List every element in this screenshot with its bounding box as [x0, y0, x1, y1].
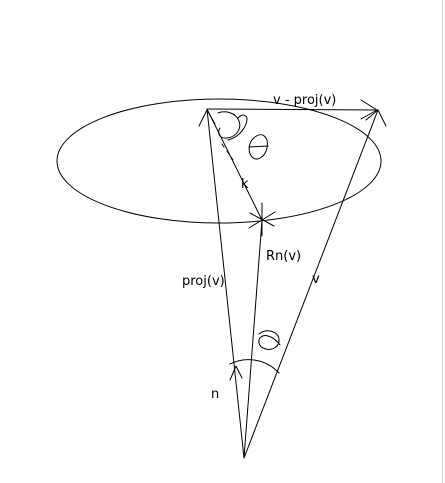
apex-angle-arrow: [229, 365, 243, 381]
proj-vector-line: [206, 108, 245, 459]
center-angle-arc: [217, 111, 241, 139]
apex-angle-arc: [229, 359, 280, 374]
label-k: k: [241, 177, 249, 192]
rotation-ellipse: [56, 98, 382, 224]
theta-symbol: [248, 134, 269, 160]
label-proj-v: proj(v): [182, 274, 225, 289]
rn-vector-line: [243, 219, 263, 459]
right-edge-divider: [442, 0, 443, 483]
proj-arrowhead: [198, 109, 216, 127]
rn-arrowhead-star: [248, 202, 276, 237]
center-dashes: [221, 143, 234, 161]
center-angle-hook: [227, 114, 248, 141]
v-vector-line: [243, 109, 379, 459]
k-line: [206, 108, 263, 221]
v-arrowhead: [365, 109, 387, 127]
label-n: n: [211, 387, 219, 402]
v-minus-proj-arrowhead: [360, 99, 378, 120]
alpha-symbol: [258, 330, 281, 350]
label-v: v: [312, 272, 320, 287]
v-minus-proj-line: [206, 108, 379, 111]
label-rn-v: Rn(v): [266, 249, 301, 264]
label-v-minus-proj: v - proj(v): [273, 93, 336, 108]
